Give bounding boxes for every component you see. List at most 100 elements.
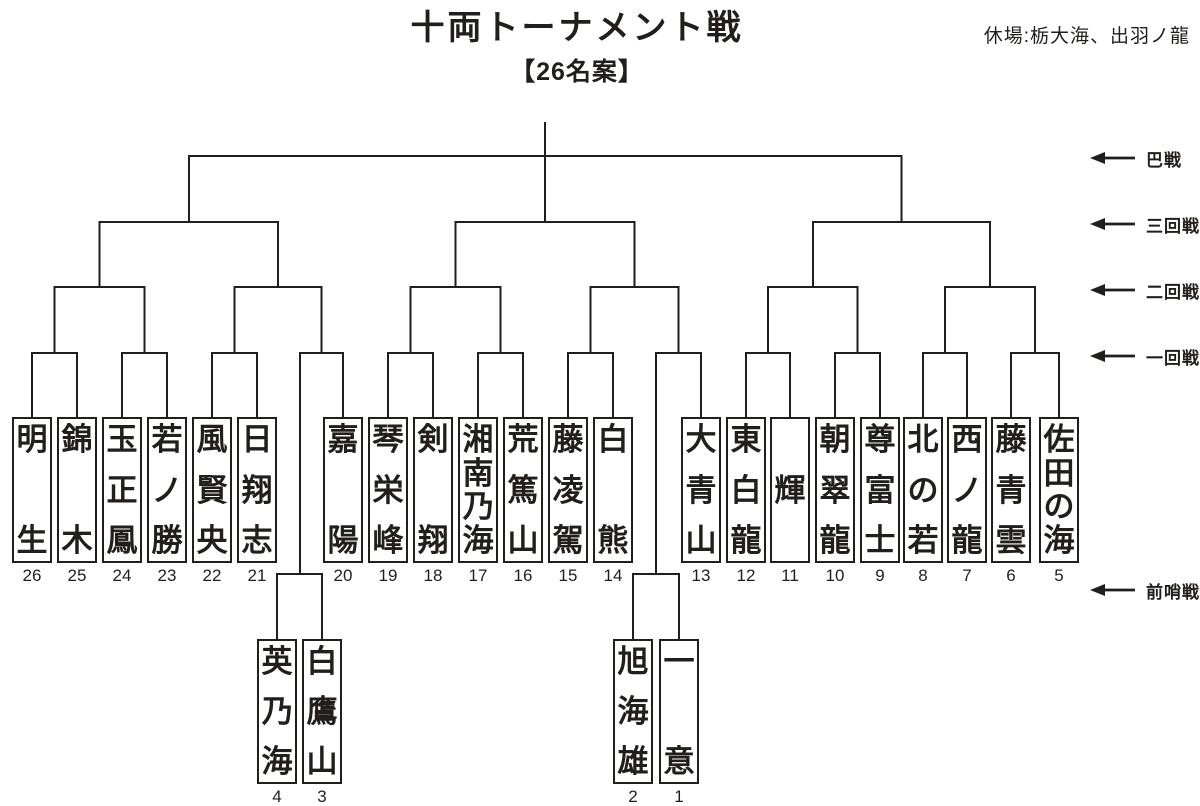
wrestler-box-15: 藤凌駕 <box>548 417 588 563</box>
wrestler-name-char: 山 <box>306 744 338 779</box>
wrestler-name-char: 白 <box>730 472 762 508</box>
wrestler-name-char: 琴 <box>372 422 404 457</box>
wrestler-number-5: 5 <box>1054 566 1064 585</box>
wrestler-name-char: 田 <box>1043 455 1075 491</box>
wrestler-name-char: 志 <box>241 523 273 558</box>
wrestler-number-26: 26 <box>22 566 42 585</box>
round-label-tomoe-final: 巴戦 <box>1090 147 1182 170</box>
wrestler-name-char: 風 <box>196 422 228 457</box>
wrestler-number-1: 1 <box>674 787 684 806</box>
wrestler-name-char: 海 <box>261 744 293 779</box>
final-tomoe-lines <box>187 122 903 222</box>
wrestler-name-char: 山 <box>685 523 717 558</box>
wrestler-name-char: 乃 <box>462 489 494 525</box>
wrestler-name-char: 玉 <box>106 422 138 457</box>
wrestler-name-char: 英 <box>261 644 293 679</box>
wrestler-name-char: 日 <box>241 422 273 457</box>
wrestler-box-11: 輝 <box>770 417 810 563</box>
wrestler-name-char: 正 <box>106 472 138 508</box>
wrestler-number-10: 10 <box>825 566 845 585</box>
wrestler-number-9: 9 <box>875 566 885 585</box>
left-arrow-icon <box>1090 584 1135 596</box>
wrestler-name-char: 明 <box>16 422 48 457</box>
wrestler-box-20: 嘉陽 <box>323 417 363 563</box>
wrestler-box-10: 朝翠龍 <box>815 417 855 563</box>
absence-note: 休場:栃大海、出羽ノ龍 <box>983 26 1190 47</box>
wrestler-number-25: 25 <box>67 566 87 585</box>
wrestler-name-char: 賢 <box>196 472 228 508</box>
wrestler-name-char: 龍 <box>730 523 762 558</box>
wrestler-name-char: 西 <box>951 422 983 457</box>
wrestler-name-char: ノ <box>151 472 183 508</box>
round-label-preliminary: 前哨戦 <box>1090 579 1200 602</box>
wrestler-box-24: 玉正鳳 <box>102 417 142 563</box>
wrestler-name-char: 白 <box>306 644 338 679</box>
wrestler-number-15: 15 <box>558 566 578 585</box>
wrestler-name-char: 錦 <box>61 422 93 457</box>
wrestler-number-11: 11 <box>781 566 799 585</box>
wrestler-name-char: 若 <box>907 523 939 558</box>
left-arrow-icon <box>1090 218 1135 230</box>
round-label-text: 三回戦 <box>1146 216 1200 236</box>
wrestler-box-12: 東白龍 <box>726 417 766 563</box>
wrestler-number-2: 2 <box>628 787 638 806</box>
wrestler-name-char: ノ <box>951 472 983 508</box>
wrestler-number-19: 19 <box>378 566 398 585</box>
wrestler-number-14: 14 <box>603 566 623 585</box>
page-subtitle: 【26名案】 <box>510 58 644 86</box>
wrestler-number-13: 13 <box>691 566 711 585</box>
wrestler-name-char: 荒 <box>507 422 539 457</box>
wrestler-name-char: 篤 <box>507 472 539 508</box>
wrestler-number-7: 7 <box>962 566 972 585</box>
wrestler-name-char: の <box>907 472 939 508</box>
wrestler-name-char: 尊 <box>864 422 896 457</box>
wrestler-number-3: 3 <box>317 787 327 806</box>
wrestler-name-char: 勝 <box>151 523 183 558</box>
left-arrow-icon <box>1090 152 1135 164</box>
wrestler-box-9: 尊富士 <box>860 417 900 563</box>
wrestler-number-21: 21 <box>247 566 267 585</box>
wrestler-name-char: 青 <box>995 472 1027 508</box>
second-round-lines <box>53 286 1036 353</box>
wrestler-box-17: 湘南乃海 <box>458 417 498 563</box>
wrestler-name-char: 雄 <box>617 744 649 779</box>
wrestler-name-char: 白 <box>597 422 629 457</box>
wrestler-name-char: 朝 <box>819 422 851 457</box>
wrestler-name-char: 富 <box>864 472 896 508</box>
wrestler-name-char: 輝 <box>774 472 806 508</box>
wrestler-box-13: 大青山 <box>681 417 721 563</box>
wrestler-name-char: 翔 <box>417 523 449 558</box>
wrestler-number-12: 12 <box>736 566 756 585</box>
wrestler-box-21: 日翔志 <box>237 417 277 563</box>
wrestler-name-char: 乃 <box>261 694 293 729</box>
wrestler-name-char: 駕 <box>552 523 584 558</box>
round-label-third-round: 三回戦 <box>1090 213 1200 236</box>
left-arrow-icon <box>1090 284 1135 296</box>
wrestler-name-char: 陽 <box>327 523 359 558</box>
wrestler-name-char: 北 <box>907 422 939 457</box>
round-label-text: 巴戦 <box>1146 150 1182 170</box>
preliminary-lines <box>276 573 680 639</box>
wrestler-name-char: 峰 <box>372 523 404 558</box>
wrestler-name-char: 嘉 <box>327 422 359 457</box>
wrestler-name-char: 士 <box>864 523 896 558</box>
wrestler-box-14: 白熊 <box>593 417 633 563</box>
wrestler-box-16: 荒篤山 <box>503 417 543 563</box>
wrestler-name-char: 湘 <box>462 422 494 457</box>
wrestler-name-char: 鷹 <box>306 694 338 729</box>
wrestler-box-22: 風賢央 <box>192 417 232 563</box>
wrestler-box-5: 佐田の海 <box>1039 417 1079 563</box>
wrestler-box-6: 藤青雲 <box>991 417 1031 563</box>
wrestler-box-25: 錦木 <box>57 417 97 563</box>
wrestler-box-3: 白鷹山 <box>302 639 342 784</box>
wrestler-box-19: 琴栄峰 <box>368 417 408 563</box>
wrestler-number-24: 24 <box>112 566 132 585</box>
wrestler-name-char: 木 <box>61 523 93 558</box>
wrestler-name-char: 若 <box>151 422 183 457</box>
wrestler-name-char: 翠 <box>819 472 851 508</box>
round-label-first-round: 一回戦 <box>1090 345 1200 368</box>
wrestler-box-4: 英乃海 <box>257 639 297 784</box>
wrestler-number-8: 8 <box>918 566 928 585</box>
round-label-text: 一回戦 <box>1146 348 1200 368</box>
